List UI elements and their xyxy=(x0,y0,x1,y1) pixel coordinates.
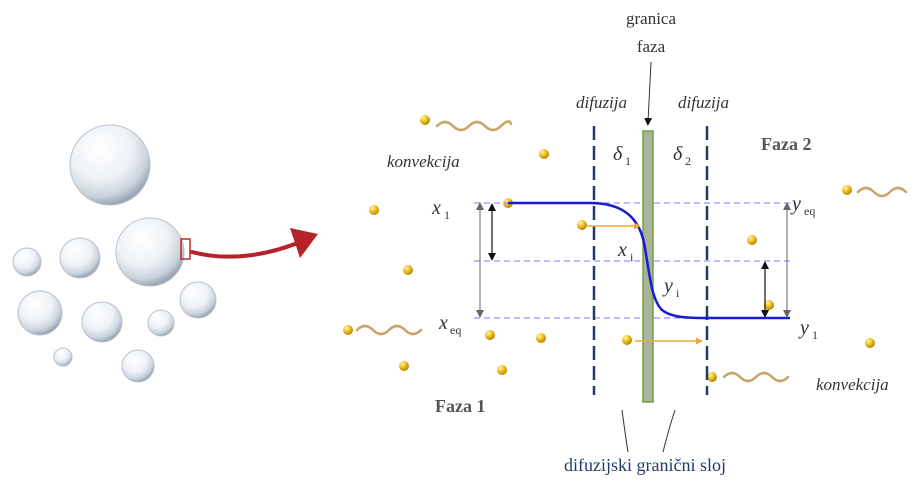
diffusion-label-right: difuzija xyxy=(678,93,729,112)
bubble xyxy=(81,301,123,343)
zoom-arrow xyxy=(190,228,318,259)
particle xyxy=(842,185,852,195)
boundary-pointer-right xyxy=(662,409,676,453)
delta2-symbol: δ xyxy=(673,143,683,165)
bubble-cluster xyxy=(12,124,217,383)
interface-title-line2: faza xyxy=(637,37,666,56)
convection-label-left: konvekcija xyxy=(387,152,460,171)
yeq-symbol: y xyxy=(790,193,801,215)
particle xyxy=(747,235,757,245)
convection-squiggles xyxy=(355,120,908,383)
interface-pointer xyxy=(644,61,653,126)
squiggle xyxy=(435,120,513,132)
particle xyxy=(420,115,430,125)
bubble xyxy=(115,217,185,287)
measurement-arrows xyxy=(476,202,791,318)
film-boundaries xyxy=(592,126,709,395)
particle xyxy=(399,361,409,371)
boundary-layer-pointers xyxy=(621,409,676,453)
y1-subscript: 1 xyxy=(812,328,818,342)
phase-1-label: Faza 1 xyxy=(435,396,485,416)
bubble xyxy=(12,247,42,277)
particle xyxy=(485,330,495,340)
phase-2-label: Faza 2 xyxy=(761,134,811,154)
bubble xyxy=(59,237,101,279)
y1-symbol: y xyxy=(798,317,809,339)
yi-symbol: y xyxy=(662,275,673,297)
bubble xyxy=(69,124,151,206)
yi-subscript: i xyxy=(676,286,680,300)
flux-arrows xyxy=(587,222,703,345)
boundary-pointer-left xyxy=(621,409,629,453)
particle xyxy=(577,220,587,230)
delta1-symbol: δ xyxy=(613,143,623,165)
particle xyxy=(403,265,413,275)
squiggle xyxy=(722,371,790,383)
xeq-symbol: x xyxy=(438,312,448,334)
bubble xyxy=(53,347,73,367)
particle xyxy=(343,325,353,335)
particle xyxy=(536,333,546,343)
particle xyxy=(707,372,717,382)
particle xyxy=(622,335,632,345)
bubble xyxy=(179,281,217,319)
particle xyxy=(865,338,875,348)
xi-subscript: i xyxy=(630,250,634,264)
diffusion-label-left: difuzija xyxy=(576,93,627,112)
particle xyxy=(369,205,379,215)
interface-title-line1: granica xyxy=(626,9,676,28)
delta2-subscript: 2 xyxy=(685,154,691,168)
particle xyxy=(497,365,507,375)
delta1-subscript: 1 xyxy=(625,154,631,168)
x1-subscript: 1 xyxy=(444,208,450,222)
yeq-subscript: eq xyxy=(804,204,815,218)
squiggle xyxy=(856,186,908,198)
bubble xyxy=(147,309,175,337)
zoom-region-marker xyxy=(180,238,191,260)
particle xyxy=(539,149,549,159)
bubble xyxy=(17,290,63,336)
xi-symbol: x xyxy=(617,239,627,261)
boundary-layer-label: difuzijski granični sloj xyxy=(564,455,726,475)
convection-label-right: konvekcija xyxy=(816,375,889,394)
squiggle xyxy=(355,324,423,336)
x1-symbol: x xyxy=(431,197,441,219)
xeq-subscript: eq xyxy=(450,323,461,337)
particles xyxy=(343,115,875,382)
bubble xyxy=(121,349,155,383)
concentration-profile xyxy=(508,201,790,320)
